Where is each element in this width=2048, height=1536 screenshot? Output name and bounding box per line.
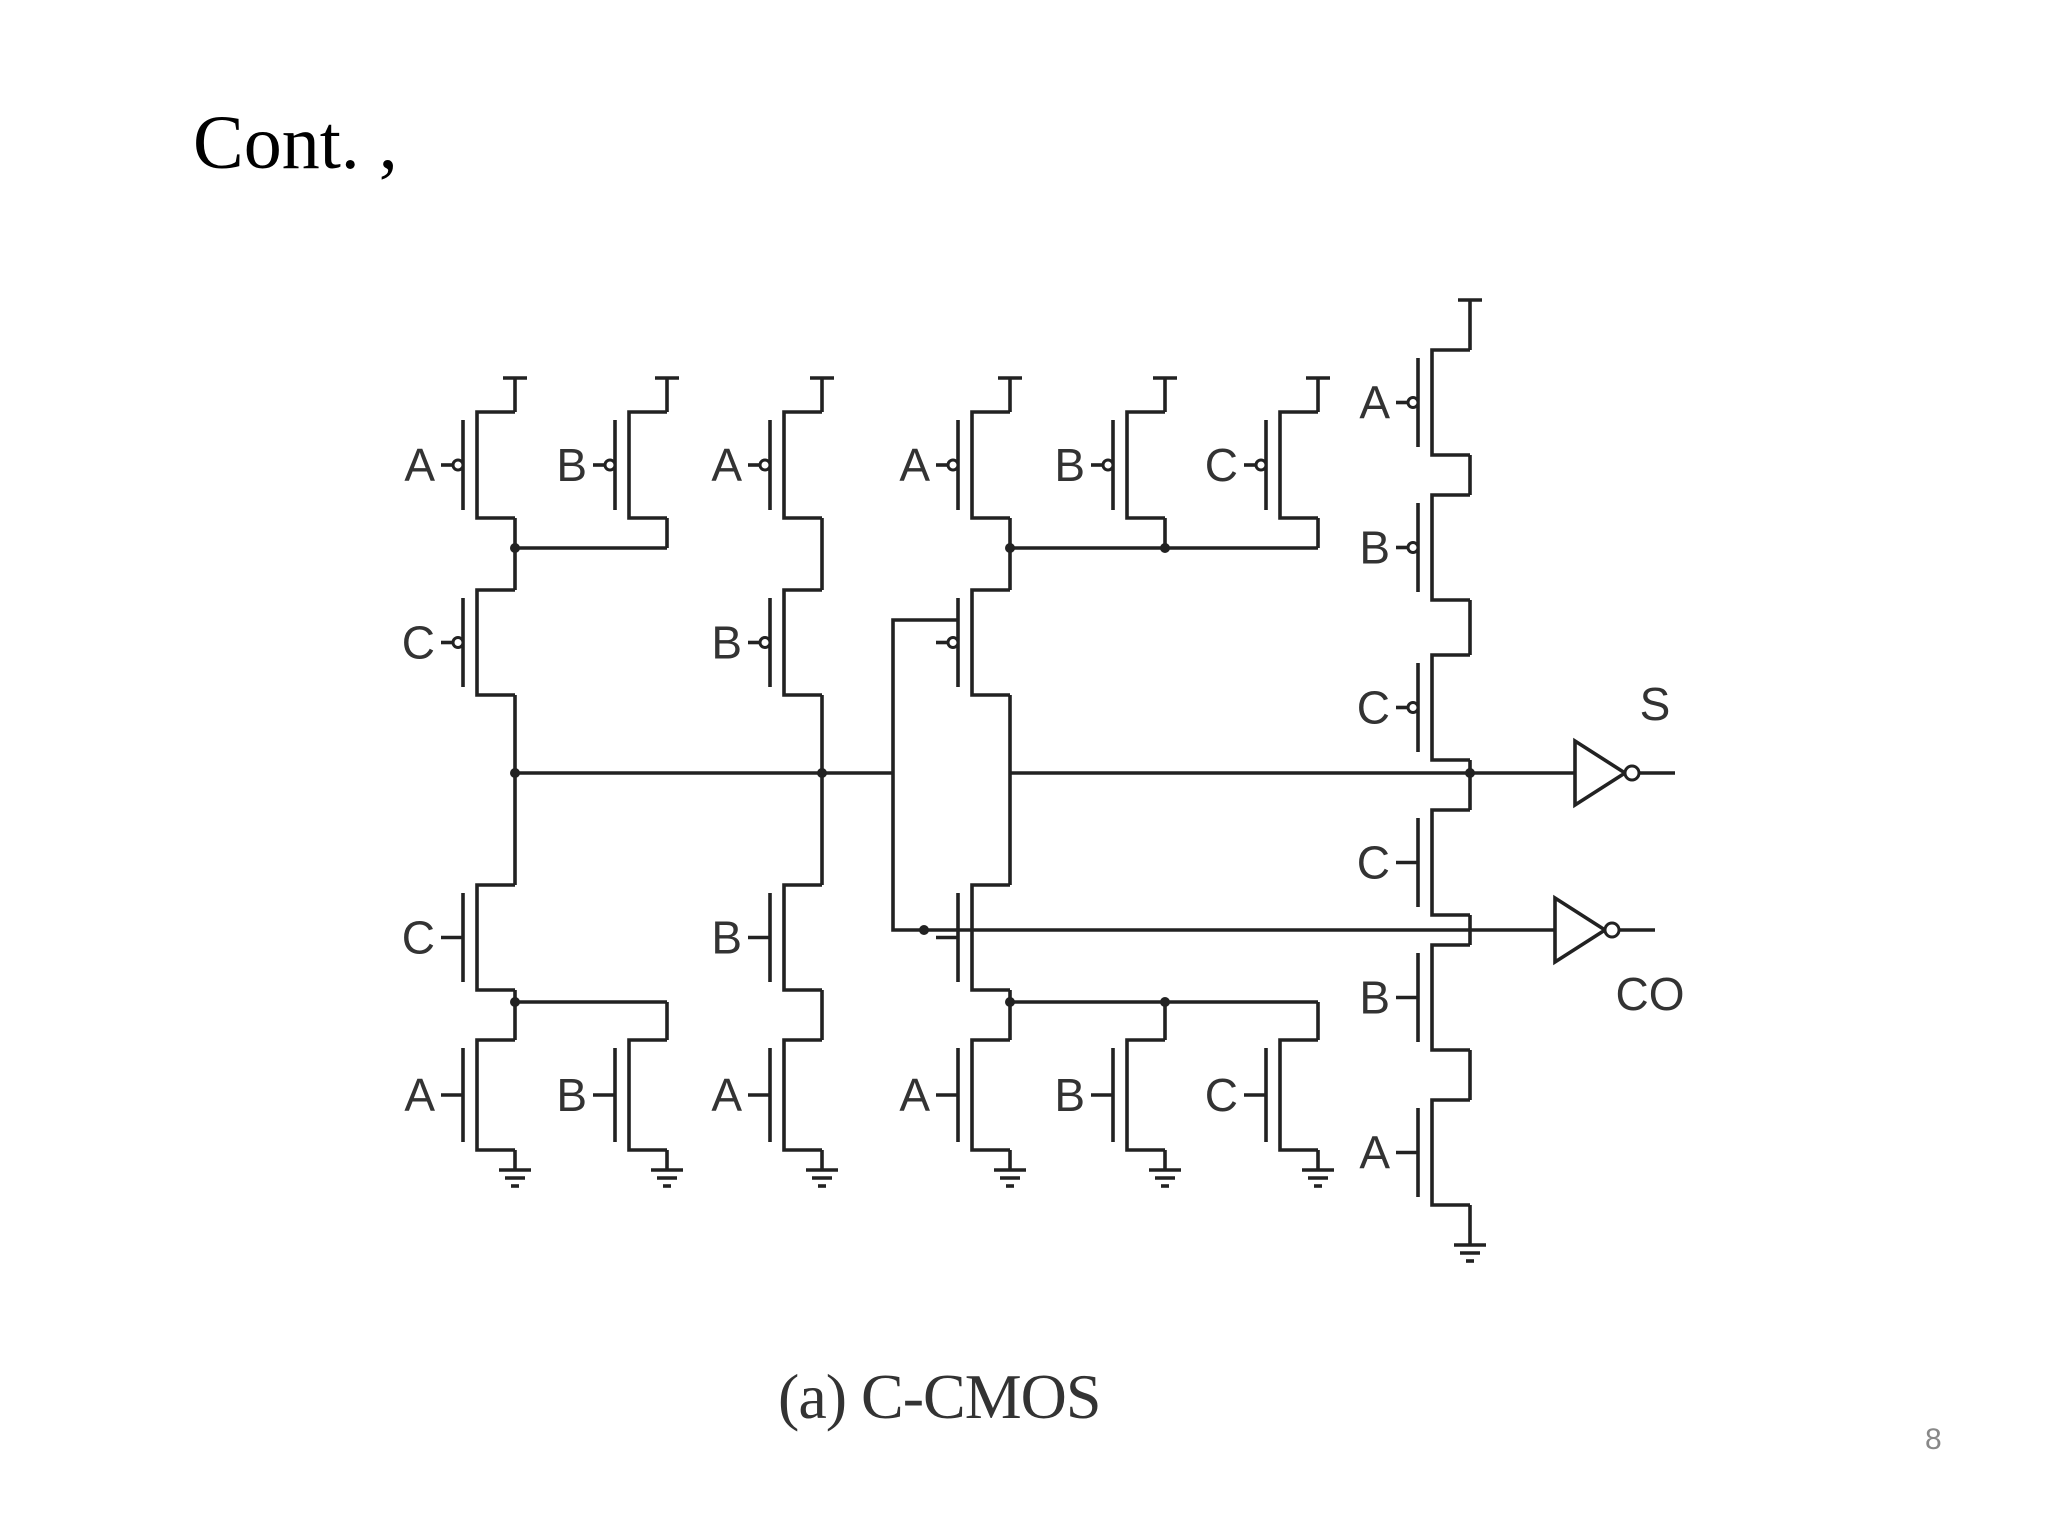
nmos-C-2-channel bbox=[1278, 1038, 1318, 1152]
nmos-A-3-channel bbox=[970, 1038, 1010, 1152]
pmos-A-1-bubble bbox=[451, 458, 465, 472]
page-number: 8 bbox=[1925, 1423, 1942, 1456]
nmos-A-1-label: A bbox=[404, 1069, 435, 1121]
inverter-carry-bubble bbox=[1603, 921, 1621, 939]
junction-dot bbox=[1465, 768, 1475, 778]
inverter-sum bbox=[1573, 737, 1629, 809]
carry-gate-wire bbox=[891, 618, 958, 932]
pmos-A-1-channel bbox=[475, 410, 515, 520]
inverter-sum-bubble bbox=[1623, 764, 1641, 782]
stack-pmos-2-channel bbox=[1430, 653, 1470, 762]
figure-caption: (a) C-CMOS bbox=[778, 1361, 1101, 1432]
nmos-B-1-label: B bbox=[711, 912, 742, 964]
stack-nmos-4-channel bbox=[1430, 943, 1470, 1052]
stack-pmos-1-label: B bbox=[1359, 522, 1390, 574]
junction-dot bbox=[817, 768, 827, 778]
junction-dot bbox=[510, 768, 520, 778]
pmos-B-3-channel bbox=[1125, 410, 1165, 520]
nmos-B-2-label: B bbox=[556, 1069, 587, 1121]
nmos-C-2-label: C bbox=[1205, 1069, 1238, 1121]
nmos-B-3-channel bbox=[1125, 1038, 1165, 1152]
stack-pmos-2-bubble bbox=[1406, 701, 1420, 714]
pmos-C-2-label: C bbox=[1205, 439, 1238, 491]
nmos-B-3-label: B bbox=[1054, 1069, 1085, 1121]
pmos-A-2-bubble bbox=[758, 458, 772, 472]
pmos-C-2-bubble bbox=[1254, 458, 1268, 472]
pmos-A-3-label: A bbox=[899, 439, 930, 491]
circuit-wires bbox=[441, 298, 1675, 1263]
pmos-A-2-label: A bbox=[711, 439, 742, 491]
gate-labels: A B C A B C B A B A A B C A B C A B C C B A S CO bbox=[402, 377, 1685, 1179]
stack-nmos-5-channel bbox=[1430, 1098, 1470, 1207]
pmos-B-3-label: B bbox=[1054, 439, 1085, 491]
nmos-C-1-label: C bbox=[402, 912, 435, 964]
slide-title: Cont. , bbox=[193, 101, 398, 185]
output-label-carry: CO bbox=[1616, 968, 1685, 1020]
pmos-B-2-channel bbox=[782, 588, 822, 697]
stack-pmos-0-label: A bbox=[1359, 377, 1390, 429]
pmos-C-1-label: C bbox=[402, 617, 435, 669]
nmos-B-2-channel bbox=[627, 1038, 667, 1152]
stack-pmos-1-channel bbox=[1430, 493, 1470, 602]
stack-pmos-2-label: C bbox=[1357, 682, 1390, 734]
pmos-carry-gate-bubble bbox=[946, 636, 960, 649]
pmos-A-1-label: A bbox=[404, 439, 435, 491]
pmos-B-2-label: B bbox=[711, 617, 742, 669]
pmos-B-1-bubble bbox=[603, 458, 617, 472]
nmos-C-1-channel bbox=[475, 883, 515, 992]
junction-dot bbox=[1005, 543, 1015, 553]
pmos-A-2-channel bbox=[782, 410, 822, 520]
nmos-A-2-label: A bbox=[711, 1069, 742, 1121]
stack-pmos-0-bubble bbox=[1406, 396, 1420, 409]
pmos-B-3-bubble bbox=[1101, 458, 1115, 472]
pmos-B-1-label: B bbox=[556, 439, 587, 491]
junction-dot bbox=[510, 543, 520, 553]
nmos-B-1-channel bbox=[782, 883, 822, 992]
pmos-A-3-bubble bbox=[946, 458, 960, 472]
nmos-A-2-channel bbox=[782, 1038, 822, 1152]
junction-dot bbox=[1160, 543, 1170, 553]
nmos-carry-gate-channel bbox=[970, 883, 1010, 992]
pmos-carry-gate-channel bbox=[970, 588, 1010, 697]
pmos-C-1-bubble bbox=[451, 636, 465, 649]
stack-nmos-4-label: B bbox=[1359, 972, 1390, 1024]
pmos-C-1-channel bbox=[475, 588, 515, 697]
nmos-A-3-label: A bbox=[899, 1069, 930, 1121]
junction-dot bbox=[1005, 997, 1015, 1007]
stack-pmos-1-bubble bbox=[1406, 541, 1420, 554]
pmos-C-2-channel bbox=[1278, 410, 1318, 520]
junction-dot bbox=[1160, 997, 1170, 1007]
stack-pmos-0-channel bbox=[1430, 348, 1470, 457]
inverter-carry bbox=[1553, 894, 1609, 966]
stack-nmos-3-channel bbox=[1430, 808, 1470, 917]
stack-nmos-5-label: A bbox=[1359, 1127, 1390, 1179]
pmos-B-2-bubble bbox=[758, 636, 772, 649]
stack-nmos-3-label: C bbox=[1357, 837, 1390, 889]
nmos-A-1-channel bbox=[475, 1038, 515, 1152]
pmos-B-1-channel bbox=[627, 410, 667, 520]
pmos-A-3-channel bbox=[970, 410, 1010, 520]
junction-dot bbox=[510, 997, 520, 1007]
junction-dot bbox=[919, 925, 929, 935]
output-label-sum: S bbox=[1640, 678, 1671, 730]
